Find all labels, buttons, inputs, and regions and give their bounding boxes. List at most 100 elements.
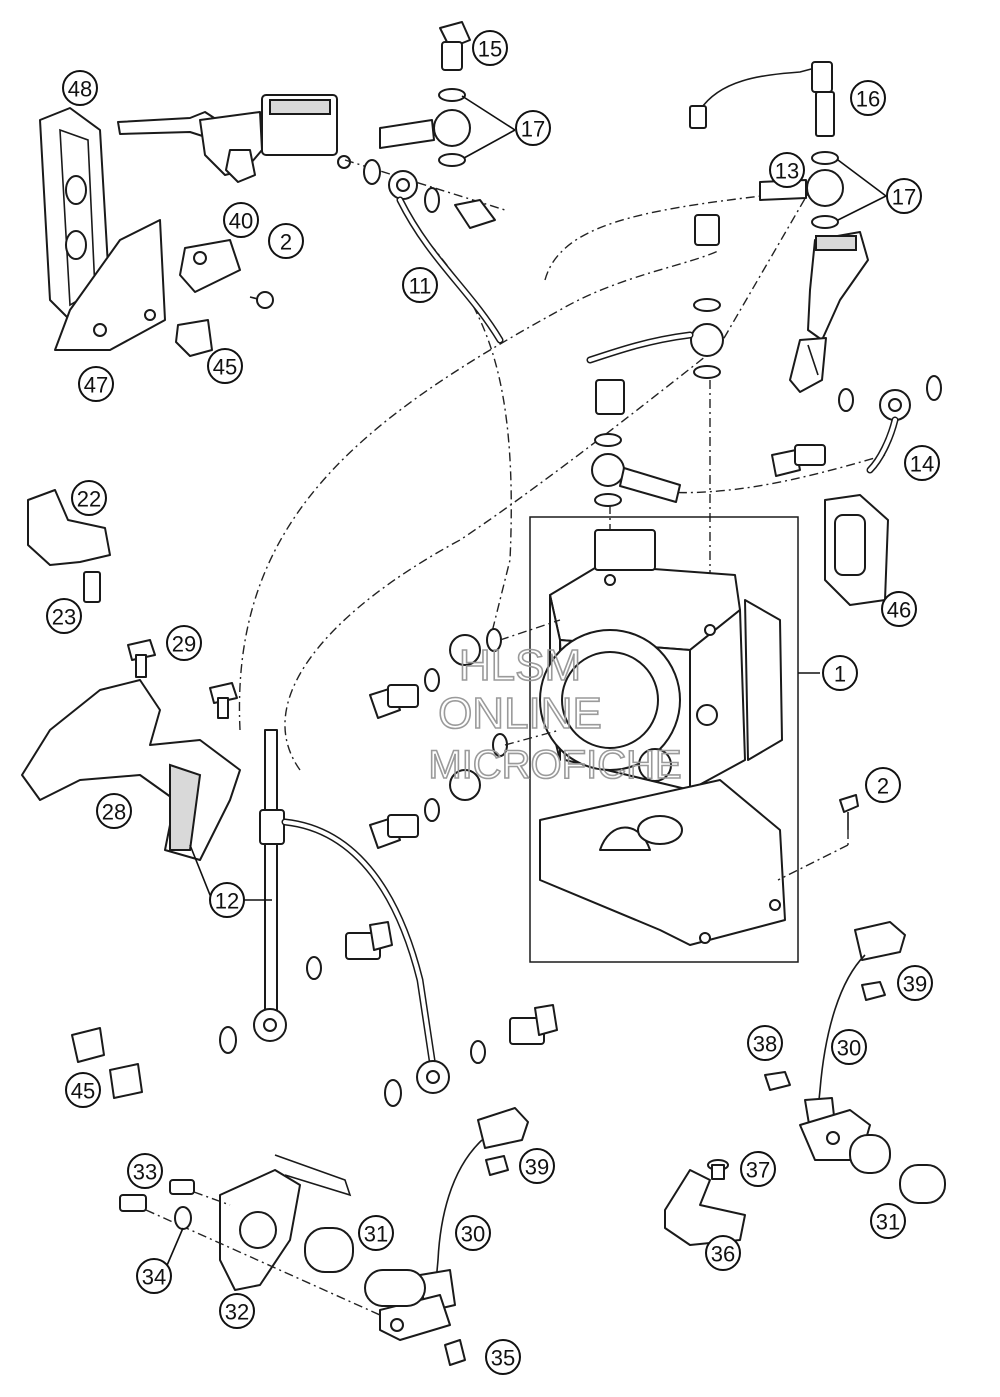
svg-text:35: 35 [491, 1346, 515, 1371]
sleeve-31-left [304, 1227, 354, 1273]
clip-45-top [175, 319, 213, 357]
svg-text:29: 29 [172, 632, 196, 657]
screw-37 [707, 1159, 729, 1180]
watermark-line1: HLSM [459, 641, 581, 690]
callout-1: 1 [822, 655, 858, 691]
cover-22 [27, 489, 111, 566]
svg-text:46: 46 [887, 598, 911, 623]
callout-22: 22 [71, 480, 107, 516]
callout-31: 31 [358, 1215, 394, 1251]
screw-2-abs [777, 794, 859, 881]
svg-text:13: 13 [775, 159, 799, 184]
abs-unit-frame [529, 516, 799, 963]
abs-mounting-bracket [539, 779, 786, 946]
brake-pipe-12 [219, 729, 558, 1107]
callout-45: 45 [207, 348, 243, 384]
svg-text:38: 38 [753, 1032, 777, 1057]
svg-text:36: 36 [711, 1242, 735, 1267]
leader-lines [164, 95, 887, 1271]
svg-text:15: 15 [478, 37, 502, 62]
svg-text:31: 31 [876, 1210, 900, 1235]
clip-39-left [485, 1155, 509, 1176]
abs-banjo-bolts-top [586, 214, 724, 620]
svg-text:30: 30 [461, 1222, 485, 1247]
svg-text:34: 34 [142, 1265, 166, 1290]
banjo-fitting-14 [771, 375, 942, 477]
brake-line-13 [544, 194, 771, 281]
clip-45-bottom [71, 1027, 143, 1099]
callout-17: 17 [515, 110, 551, 146]
watermark: HLSM ONLINE MICROFICHE [428, 640, 683, 788]
clip-39-right [861, 981, 886, 1001]
callout-35: 35 [485, 1339, 521, 1375]
sleeve-31-right [899, 1164, 946, 1204]
svg-text:31: 31 [364, 1222, 388, 1247]
bracket-28 [21, 679, 241, 861]
callout-46: 46 [881, 591, 917, 627]
watermark-line2: ONLINE [438, 689, 602, 738]
screw-2-clamp [249, 291, 274, 309]
callout-40: 40 [223, 202, 259, 238]
banjo-bolt-15 [379, 21, 471, 167]
rubber-damper-46 [824, 494, 889, 606]
abs-hydraulic-unit [539, 529, 783, 791]
svg-text:39: 39 [903, 972, 927, 997]
nut-34 [174, 1206, 192, 1230]
speed-sensor-30-left [364, 1107, 529, 1366]
bracket-36 [664, 1169, 746, 1246]
svg-text:11: 11 [409, 274, 432, 299]
callout-48: 48 [62, 70, 98, 106]
callout-14: 14 [904, 445, 940, 481]
svg-text:30: 30 [837, 1036, 861, 1061]
svg-text:40: 40 [229, 209, 253, 234]
callout-31: 31 [870, 1203, 906, 1239]
brake-line-14 [639, 454, 886, 494]
callout-23: 23 [46, 598, 82, 634]
svg-text:23: 23 [52, 605, 76, 630]
bracket-47 [54, 219, 166, 351]
svg-text:2: 2 [280, 230, 292, 255]
abs-banjo-bolts-left [369, 619, 561, 849]
svg-text:28: 28 [102, 800, 126, 825]
brake-line-front [238, 249, 721, 731]
speed-sensor-30-right [764, 921, 906, 1174]
svg-text:45: 45 [71, 1079, 95, 1104]
callout-30: 30 [831, 1029, 867, 1065]
callout-33: 33 [127, 1153, 163, 1189]
svg-text:22: 22 [77, 487, 101, 512]
callout-39: 39 [897, 965, 933, 1001]
svg-text:12: 12 [215, 889, 239, 914]
callout-17: 17 [886, 178, 922, 214]
svg-text:17: 17 [521, 117, 545, 142]
callout-47: 47 [78, 366, 114, 402]
bolt-29 [127, 639, 238, 719]
handlebar-master-cylinder [117, 94, 506, 211]
callout-2: 2 [865, 767, 901, 803]
clamp-40 [179, 239, 241, 293]
svg-text:45: 45 [213, 355, 237, 380]
watermark-line3: MICROFICHE [428, 743, 681, 787]
svg-text:17: 17 [892, 185, 916, 210]
svg-text:37: 37 [746, 1158, 770, 1183]
callout-38: 38 [747, 1025, 783, 1061]
caliper-bracket-32 [219, 1154, 352, 1291]
svg-text:48: 48 [68, 77, 92, 102]
callout-34: 34 [136, 1258, 172, 1294]
svg-text:1: 1 [834, 662, 846, 687]
callout-15: 15 [472, 30, 508, 66]
callout-16: 16 [850, 80, 886, 116]
screw-23 [83, 571, 101, 603]
brake-line-rear [284, 189, 811, 771]
callout-37: 37 [740, 1151, 776, 1187]
banjo-fitting-11 [363, 159, 504, 344]
callout-2: 2 [268, 223, 304, 259]
rear-master-cylinder [789, 231, 869, 393]
callout-45: 45 [65, 1072, 101, 1108]
callout-36: 36 [705, 1235, 741, 1271]
svg-text:39: 39 [525, 1155, 549, 1180]
callouts: 48 15 17 16 13 17 40 2 11 45 47 14 22 23… [46, 30, 940, 1375]
svg-text:14: 14 [910, 452, 934, 477]
callout-11: 11 [402, 267, 438, 303]
callout-30: 30 [455, 1215, 491, 1251]
